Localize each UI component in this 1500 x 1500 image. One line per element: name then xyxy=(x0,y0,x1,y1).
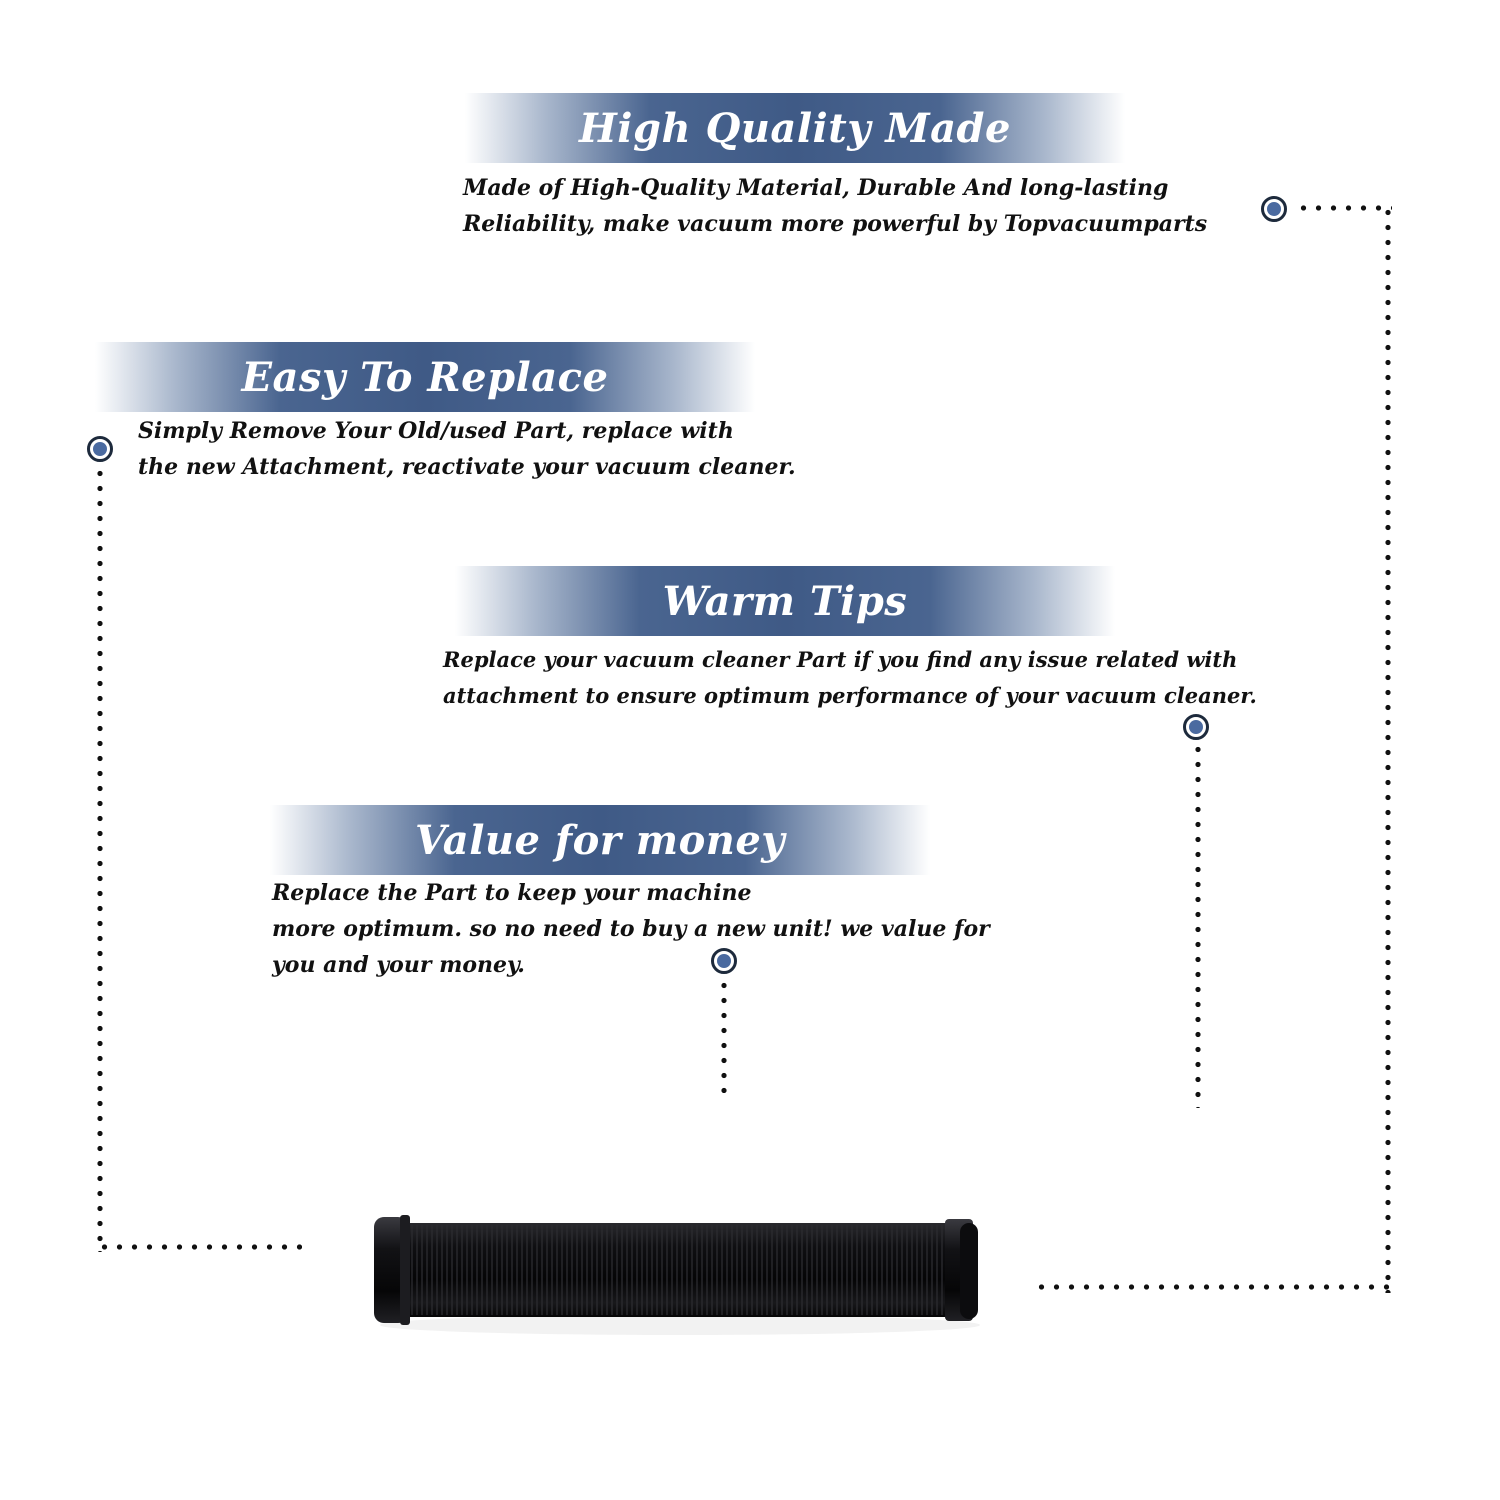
vacuum-hose-extension-image xyxy=(374,1215,980,1335)
hose-body xyxy=(400,1223,960,1317)
bullet-target-icon xyxy=(711,948,737,974)
hose-left-ring xyxy=(400,1215,410,1325)
bullet-target-icon xyxy=(1261,196,1287,222)
desc-line: Replace the Part to keep your machine xyxy=(272,880,752,906)
desc-warm-tips: Replace your vacuum cleaner Part if you … xyxy=(443,642,1257,714)
banner-easy-replace: Easy To Replace xyxy=(95,342,755,412)
dotted-connector xyxy=(1034,1284,1392,1290)
desc-easy-replace: Simply Remove Your Old/used Part, replac… xyxy=(138,413,796,485)
dotted-connector xyxy=(1296,205,1392,211)
desc-value-money: Replace the Part to keep your machine mo… xyxy=(272,875,990,983)
bullet-target-icon xyxy=(87,436,113,462)
desc-line: more optimum. so no need to buy a new un… xyxy=(272,916,990,942)
desc-line: attachment to ensure optimum performance… xyxy=(443,683,1257,708)
hose-right-cuff xyxy=(960,1223,978,1319)
banner-title-warm-tips: Warm Tips xyxy=(662,577,908,625)
banner-title-value-money: Value for money xyxy=(414,816,786,864)
desc-high-quality: Made of High-Quality Material, Durable A… xyxy=(463,170,1207,242)
banner-title-high-quality: High Quality Made xyxy=(579,104,1011,152)
dotted-connector xyxy=(97,466,103,1252)
bullet-target-icon xyxy=(1183,714,1209,740)
banner-title-easy-replace: Easy To Replace xyxy=(241,353,609,401)
desc-line: the new Attachment, reactivate your vacu… xyxy=(138,454,796,480)
desc-line: you and your money. xyxy=(272,952,525,978)
banner-warm-tips: Warm Tips xyxy=(455,566,1115,636)
hose-left-cuff xyxy=(374,1217,408,1323)
desc-line: Replace your vacuum cleaner Part if you … xyxy=(443,647,1238,672)
dotted-connector xyxy=(1385,205,1391,1293)
desc-line: Simply Remove Your Old/used Part, replac… xyxy=(138,418,734,444)
dotted-connector xyxy=(721,978,727,1093)
dotted-connector xyxy=(1195,742,1201,1108)
hose-ribs xyxy=(411,1225,943,1315)
banner-value-money: Value for money xyxy=(270,805,930,875)
banner-high-quality: High Quality Made xyxy=(465,93,1125,163)
dotted-connector xyxy=(97,1244,302,1250)
desc-line: Made of High-Quality Material, Durable A… xyxy=(463,175,1169,201)
desc-line: Reliability, make vacuum more powerful b… xyxy=(463,211,1208,237)
